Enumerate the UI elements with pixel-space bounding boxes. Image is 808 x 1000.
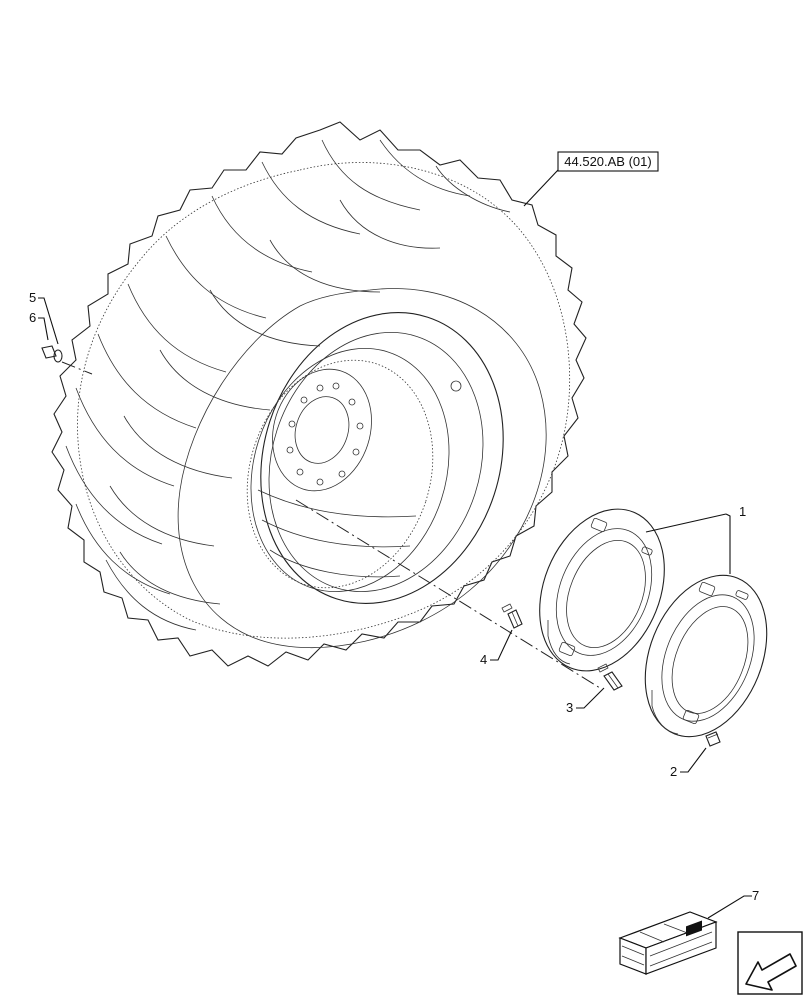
hub-bolt-holes	[286, 382, 364, 486]
wheel-weight-rear	[539, 508, 665, 672]
hub-center-bore	[294, 396, 350, 464]
callout-7: 7	[752, 888, 759, 903]
valve-stem	[450, 380, 462, 392]
stud-item-4	[501, 603, 523, 629]
tread-lugs	[65, 139, 511, 631]
washer-item-6	[53, 349, 63, 363]
callout-1: 1	[739, 504, 746, 519]
reference-box[interactable]: 44.520.AB (01)	[557, 151, 659, 172]
bolt-item-3	[597, 663, 623, 691]
reference-label: 44.520.AB (01)	[564, 154, 651, 169]
callout-5: 5	[29, 290, 36, 305]
callout-2: 2	[670, 764, 677, 779]
callout-3: 3	[566, 700, 573, 715]
hub-disc	[272, 368, 372, 492]
callout-4: 4	[480, 652, 487, 667]
arrow-down-left-icon[interactable]	[737, 931, 803, 995]
nut-item-5	[41, 345, 57, 359]
rim	[246, 312, 504, 604]
leader-lines	[38, 169, 752, 919]
tire	[51, 121, 587, 667]
wheel-weight-front	[644, 574, 768, 738]
nut-item-2	[705, 731, 721, 747]
callout-6: 6	[29, 310, 36, 325]
kit-box-icon	[618, 911, 718, 975]
